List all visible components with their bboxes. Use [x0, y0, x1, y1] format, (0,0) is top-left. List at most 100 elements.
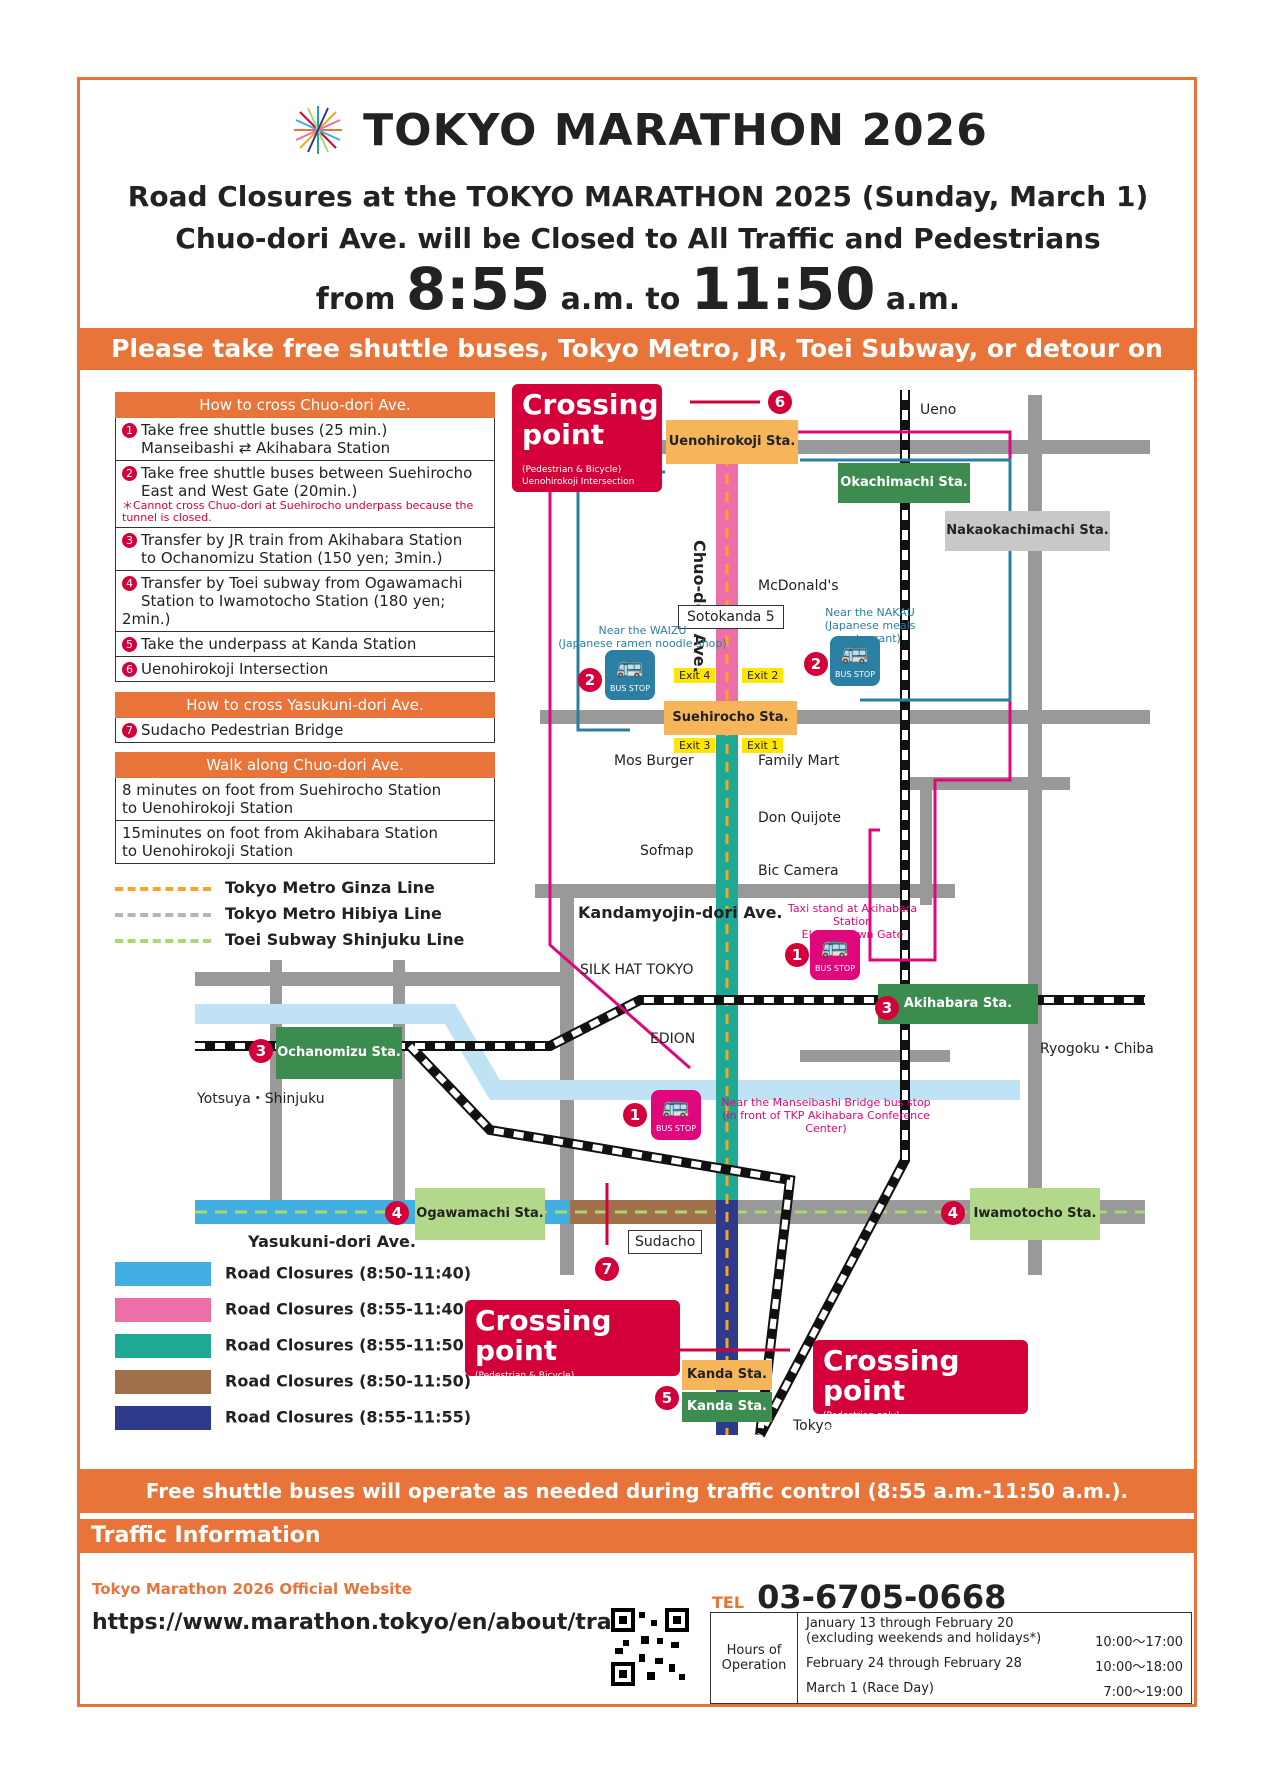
ueno-label: Ueno: [920, 402, 957, 418]
bus-stop-icon: 🚌BUS STOP: [605, 650, 655, 700]
walk-box: Walk along Chuo-dori Ave. 8 minutes on f…: [115, 752, 495, 864]
shinjuku-swatch: [115, 938, 211, 943]
marker-6: 6: [768, 390, 792, 414]
poi-donquijote: Don Quijote: [758, 810, 842, 826]
road: [270, 960, 282, 1200]
marker-2: 2: [804, 652, 828, 676]
closure-legend-3: Road Closures (8:55-11:50): [115, 1334, 471, 1358]
site-label: Tokyo Marathon 2026 Official Website: [92, 1580, 412, 1598]
am-word: a.m.: [560, 282, 635, 317]
poi-silkhat: SILK HAT TOKYO: [580, 962, 694, 978]
closure-legend-5: Road Closures (8:55-11:55): [115, 1406, 471, 1430]
station-ogawamachi: Ogawamachi Sta.: [415, 1188, 545, 1240]
poi-mcdonalds: McDonald's: [758, 578, 839, 594]
yotsuya-label: Yotsuya・Shinjuku: [197, 1091, 325, 1107]
end-time: 11:50: [690, 255, 876, 323]
ginza-swatch: [115, 886, 211, 891]
headline-line2: Chuo-dori Ave. will be Closed to All Tra…: [175, 222, 1101, 255]
station-ochanomizu: Ochanomizu Sta.: [276, 1027, 402, 1079]
closure-chuo-teal: [716, 710, 738, 1200]
am-word: a.m.: [885, 282, 961, 317]
chuo-box-title: How to cross Chuo-dori Ave.: [115, 392, 495, 418]
traffic-info-header: Traffic Information: [77, 1519, 1197, 1553]
marker-1: 1: [623, 1103, 647, 1127]
walk-box-title: Walk along Chuo-dori Ave.: [115, 752, 495, 778]
station-kanda-jr: Kanda Sta.: [682, 1392, 772, 1422]
bus-stop-icon: 🚌BUS STOP: [810, 930, 860, 980]
brand: TOKYO MARATHON 2026: [0, 100, 1276, 160]
tel-block: TEL 03-6705-0668: [712, 1578, 1006, 1616]
to-word: to: [645, 282, 681, 317]
bus-stop-icon: 🚌BUS STOP: [830, 636, 880, 686]
closure-legend-1: Road Closures (8:50-11:40): [115, 1262, 471, 1286]
headline-line1: Road Closures at the TOKYO MARATHON 2025…: [127, 180, 1149, 213]
road: [393, 960, 405, 1200]
marker-1: 1: [785, 943, 809, 967]
traffic-url[interactable]: https://www.marathon.tokyo/en/about/traf…: [92, 1610, 658, 1635]
line-legend-ginza: Tokyo Metro Ginza Line: [115, 878, 435, 897]
crossing-point-sudacho: Crossing point (Pedestrian & Bicycle) Su…: [465, 1300, 680, 1393]
station-suehirocho: Suehirocho Sta.: [664, 701, 797, 735]
station-kanda-ginza: Kanda Sta.: [682, 1360, 772, 1390]
crossing-point-uenohirokoji: Crossing point (Pedestrian & Bicycle) Ue…: [512, 384, 662, 492]
station-okachimachi: Okachimachi Sta.: [838, 463, 970, 503]
manseibashi-note: Near the Manseibashi Bridge bus stop(In …: [721, 1096, 931, 1135]
hours-label: Hours of Operation: [710, 1612, 798, 1704]
sudacho-label: Sudacho: [628, 1230, 703, 1254]
nakau-note: Near the NAKAU(Japanese meals restaurant…: [824, 606, 916, 645]
shuttle-route-2b: [800, 458, 1012, 702]
marker-7: 7: [595, 1257, 619, 1281]
marathon-logo-icon: [289, 101, 348, 159]
walk-item: 8 minutes on foot from Suehirocho Statio…: [115, 778, 495, 821]
qr-code-icon[interactable]: [611, 1608, 689, 1686]
marker-2: 2: [578, 668, 602, 692]
road: [540, 710, 1150, 724]
hours-row: March 1 (Race Day)7:00～19:00: [797, 1678, 1192, 1704]
marker-4: 4: [385, 1201, 409, 1225]
road: [920, 785, 932, 905]
bottom-banner: Free shuttle buses will operate as neede…: [77, 1469, 1197, 1513]
tokyo-label: Tokyo: [793, 1418, 833, 1434]
line-legend-shinjuku: Toei Subway Shinjuku Line: [115, 930, 464, 949]
poi-sofmap: Sofmap: [640, 843, 694, 859]
tel-label: TEL: [712, 1593, 745, 1612]
line-legend-hibiya: Tokyo Metro Hibiya Line: [115, 904, 442, 923]
closure-legend-2: Road Closures (8:55-11:40): [115, 1298, 471, 1322]
road: [1028, 395, 1042, 1275]
exit-4: Exit 4: [674, 668, 716, 683]
bus-stop-icon: 🚌BUS STOP: [651, 1090, 701, 1140]
road: [535, 884, 955, 898]
sotokanda-label: Sotokanda 5: [678, 605, 784, 629]
station-iwamotocho: Iwamotocho Sta.: [970, 1188, 1100, 1240]
marker-3: 3: [249, 1039, 273, 1063]
yasukuni-label: Yasukuni-dori Ave.: [248, 1232, 416, 1251]
closure-legend-4: Road Closures (8:50-11:50): [115, 1370, 471, 1394]
marker-3: 3: [875, 996, 899, 1020]
exit-2: Exit 2: [742, 668, 784, 683]
marker-4: 4: [941, 1201, 965, 1225]
headline-times: from 8:55 a.m. to 11:50 a.m.: [0, 255, 1276, 323]
start-time: 8:55: [405, 255, 551, 323]
waizu-note: Near the WAIZU(Japanese ramen noodle sho…: [558, 624, 727, 650]
tel-number[interactable]: 03-6705-0668: [757, 1578, 1007, 1616]
poi-familymart: Family Mart: [758, 753, 840, 769]
station-nakaokachimachi: Nakaokachimachi Sta.: [945, 511, 1110, 551]
from-word: from: [315, 282, 396, 317]
road: [800, 1050, 950, 1062]
kandamyojin-label: Kandamyojin-dori Ave.: [578, 903, 783, 922]
yasukuni-box-title: How to cross Yasukuni-dori Ave.: [115, 692, 495, 718]
brand-name: TOKYO MARATHON 2026: [363, 104, 988, 156]
hibiya-swatch: [115, 912, 211, 917]
station-akihabara: Akihabara Sta.: [878, 984, 1038, 1024]
poi-mosburger: Mos Burger: [614, 753, 694, 769]
